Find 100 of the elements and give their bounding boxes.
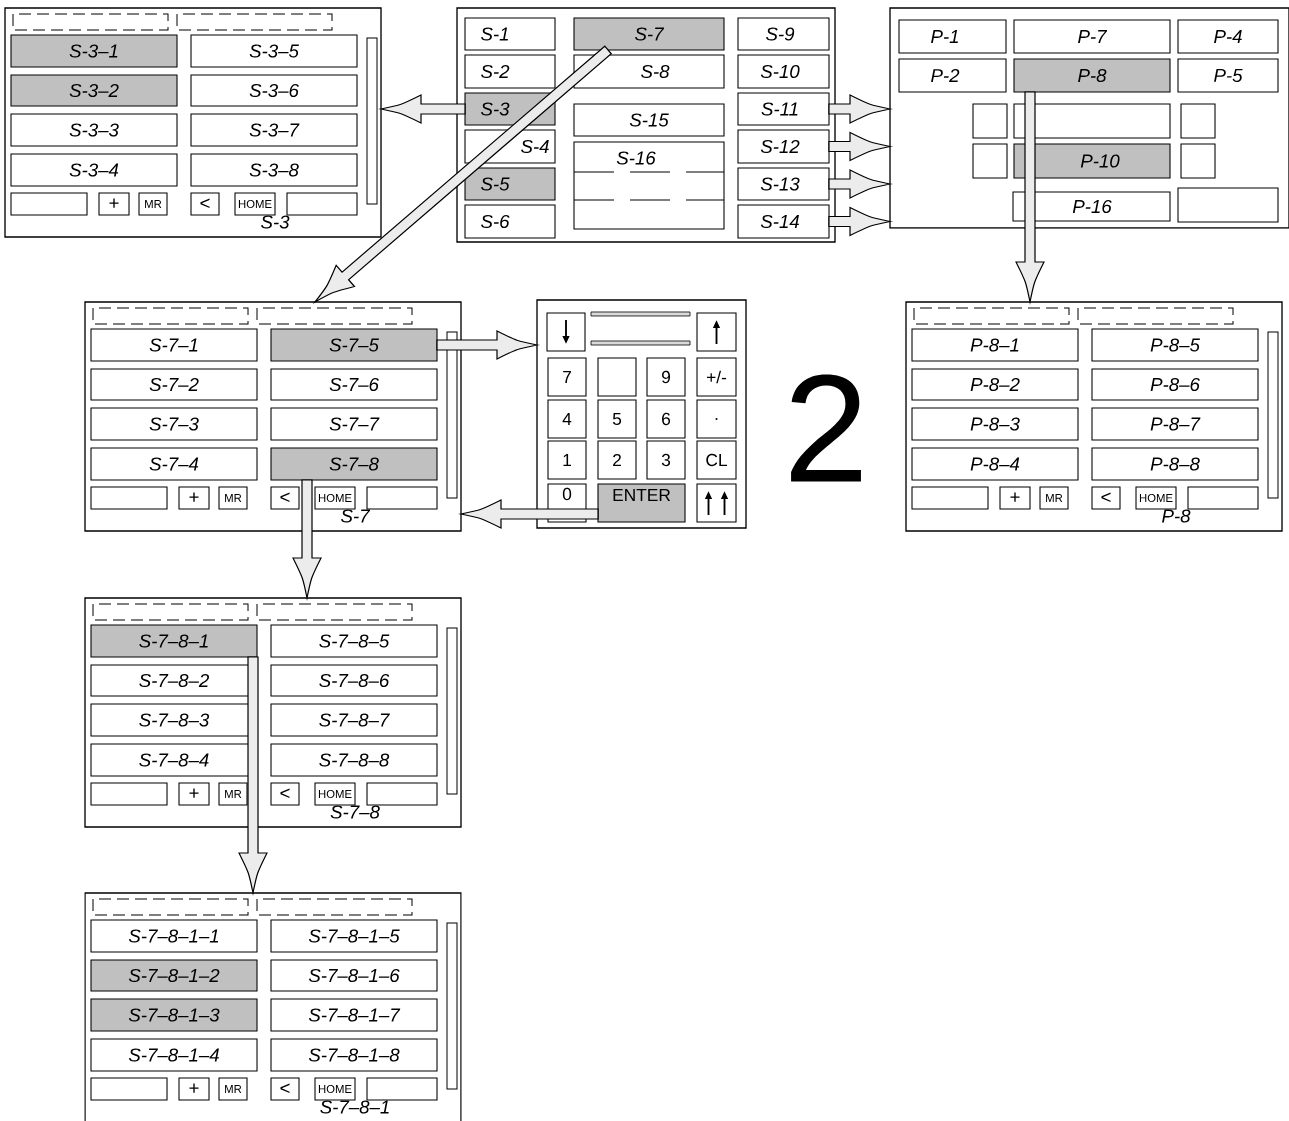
button: + [178,1077,210,1101]
block-arrow [238,656,268,894]
key-button: 7 [547,357,587,397]
menu-button: P-4 [1177,19,1279,54]
button: MR [138,192,168,216]
input-field [366,782,438,806]
block-arrow [828,94,891,124]
key-button: 9 [646,357,686,397]
block-arrow [828,206,891,237]
input-field [10,192,88,216]
key-button: CL [696,440,737,480]
button: HOME [1135,486,1177,510]
button: HOME [314,1077,356,1101]
menu-button: S-8 [573,54,725,89]
menu-button: P-8 [1013,58,1171,93]
button: + [999,486,1031,510]
menu-button: S-7–7 [270,407,438,441]
menu-button: P-8–4 [911,447,1079,481]
input-field [90,782,168,806]
block-arrow [380,94,466,124]
button: MR [218,782,248,806]
key-button: 2 [597,440,637,480]
key-button: 1 [547,440,587,480]
menu-button: S-7–8–7 [270,703,438,737]
menu-button: S-7–3 [90,407,258,441]
input-field [366,486,438,510]
menu-button: S-7–8–5 [270,624,438,658]
menu-button: P-8–2 [911,368,1079,401]
menu-button: S-7–5 [270,328,438,362]
button: HOME [314,486,356,510]
key-button: ENTER [597,483,686,523]
menu-button: P-8–5 [1091,328,1259,362]
menu-button: S-12 [737,129,830,164]
button: < [270,486,300,510]
button: + [178,486,210,510]
menu-button: S-7–8–2 [90,664,258,697]
menu-button: P-16 [1012,191,1171,222]
block-arrow [436,330,538,360]
menu-button: S-3–4 [10,153,178,187]
menu-button: P-10 [1013,143,1171,179]
button: MR [218,1077,248,1101]
menu-button: S-11 [737,92,830,126]
key-button [597,357,637,397]
figure-number: 2 [791,374,861,482]
input-field [911,486,989,510]
menu-button: S-7–8–1–7 [270,998,438,1032]
button: + [98,192,130,216]
menu-button: S-3–8 [190,153,358,187]
menu-button: S-7–8 [270,447,438,481]
input-field [1187,486,1259,510]
menu-button: S-7–8–8 [270,743,438,777]
menu-button: S-7 [573,17,725,51]
menu-button: S-7–8–4 [90,743,258,777]
menu-button: S-7–8–6 [270,664,438,697]
button: MR [1039,486,1069,510]
menu-button: P-1 [898,19,1007,54]
menu-button: S-15 [573,103,725,137]
menu-button: S-5 [464,167,556,201]
input-field [1177,187,1279,223]
menu-button: S-2 [464,54,556,89]
block-arrow [314,45,612,303]
input-field [1180,103,1216,139]
menu-button: S-3–7 [190,113,358,147]
menu-button: S-7–8–1–5 [270,919,438,953]
menu-button: S-3–6 [190,74,358,107]
block-arrow [1015,91,1045,303]
menu-button: S-7–2 [90,368,258,401]
menu-button: S-14 [737,204,830,239]
input-field [90,1077,168,1101]
menu-button: S-3–5 [190,34,358,68]
menu-button: S-7–8–1–3 [90,998,258,1032]
block-arrow [292,479,322,599]
button: HOME [314,782,356,806]
button: < [190,192,220,216]
menu-button: S-7–8–1–2 [90,959,258,992]
menu-button: S-6 [464,204,556,239]
key-button: +/- [696,357,737,397]
menu-button: S-7–8–1–1 [90,919,258,953]
key-button: . [696,399,737,439]
menu-button: P-8–6 [1091,368,1259,401]
input-field [90,486,168,510]
input-field [1013,103,1171,139]
menu-button: S-1 [464,17,556,51]
button: HOME [234,192,276,216]
menu-button: S-3–2 [10,74,178,107]
button: < [1091,486,1121,510]
input-field [366,1077,438,1101]
key-button: 6 [646,399,686,439]
menu-button: S-3–3 [10,113,178,147]
menu-button: P-7 [1013,19,1171,54]
key-button: 3 [646,440,686,480]
button: MR [218,486,248,510]
input-field [972,143,1008,179]
menu-button: P-2 [898,58,1007,93]
block-arrow [828,131,891,162]
menu-button: S-16 [573,141,725,230]
menu-button: S-7–8–1–4 [90,1038,258,1072]
input-field [972,103,1008,139]
button: + [178,782,210,806]
key-button: 4 [547,399,587,439]
